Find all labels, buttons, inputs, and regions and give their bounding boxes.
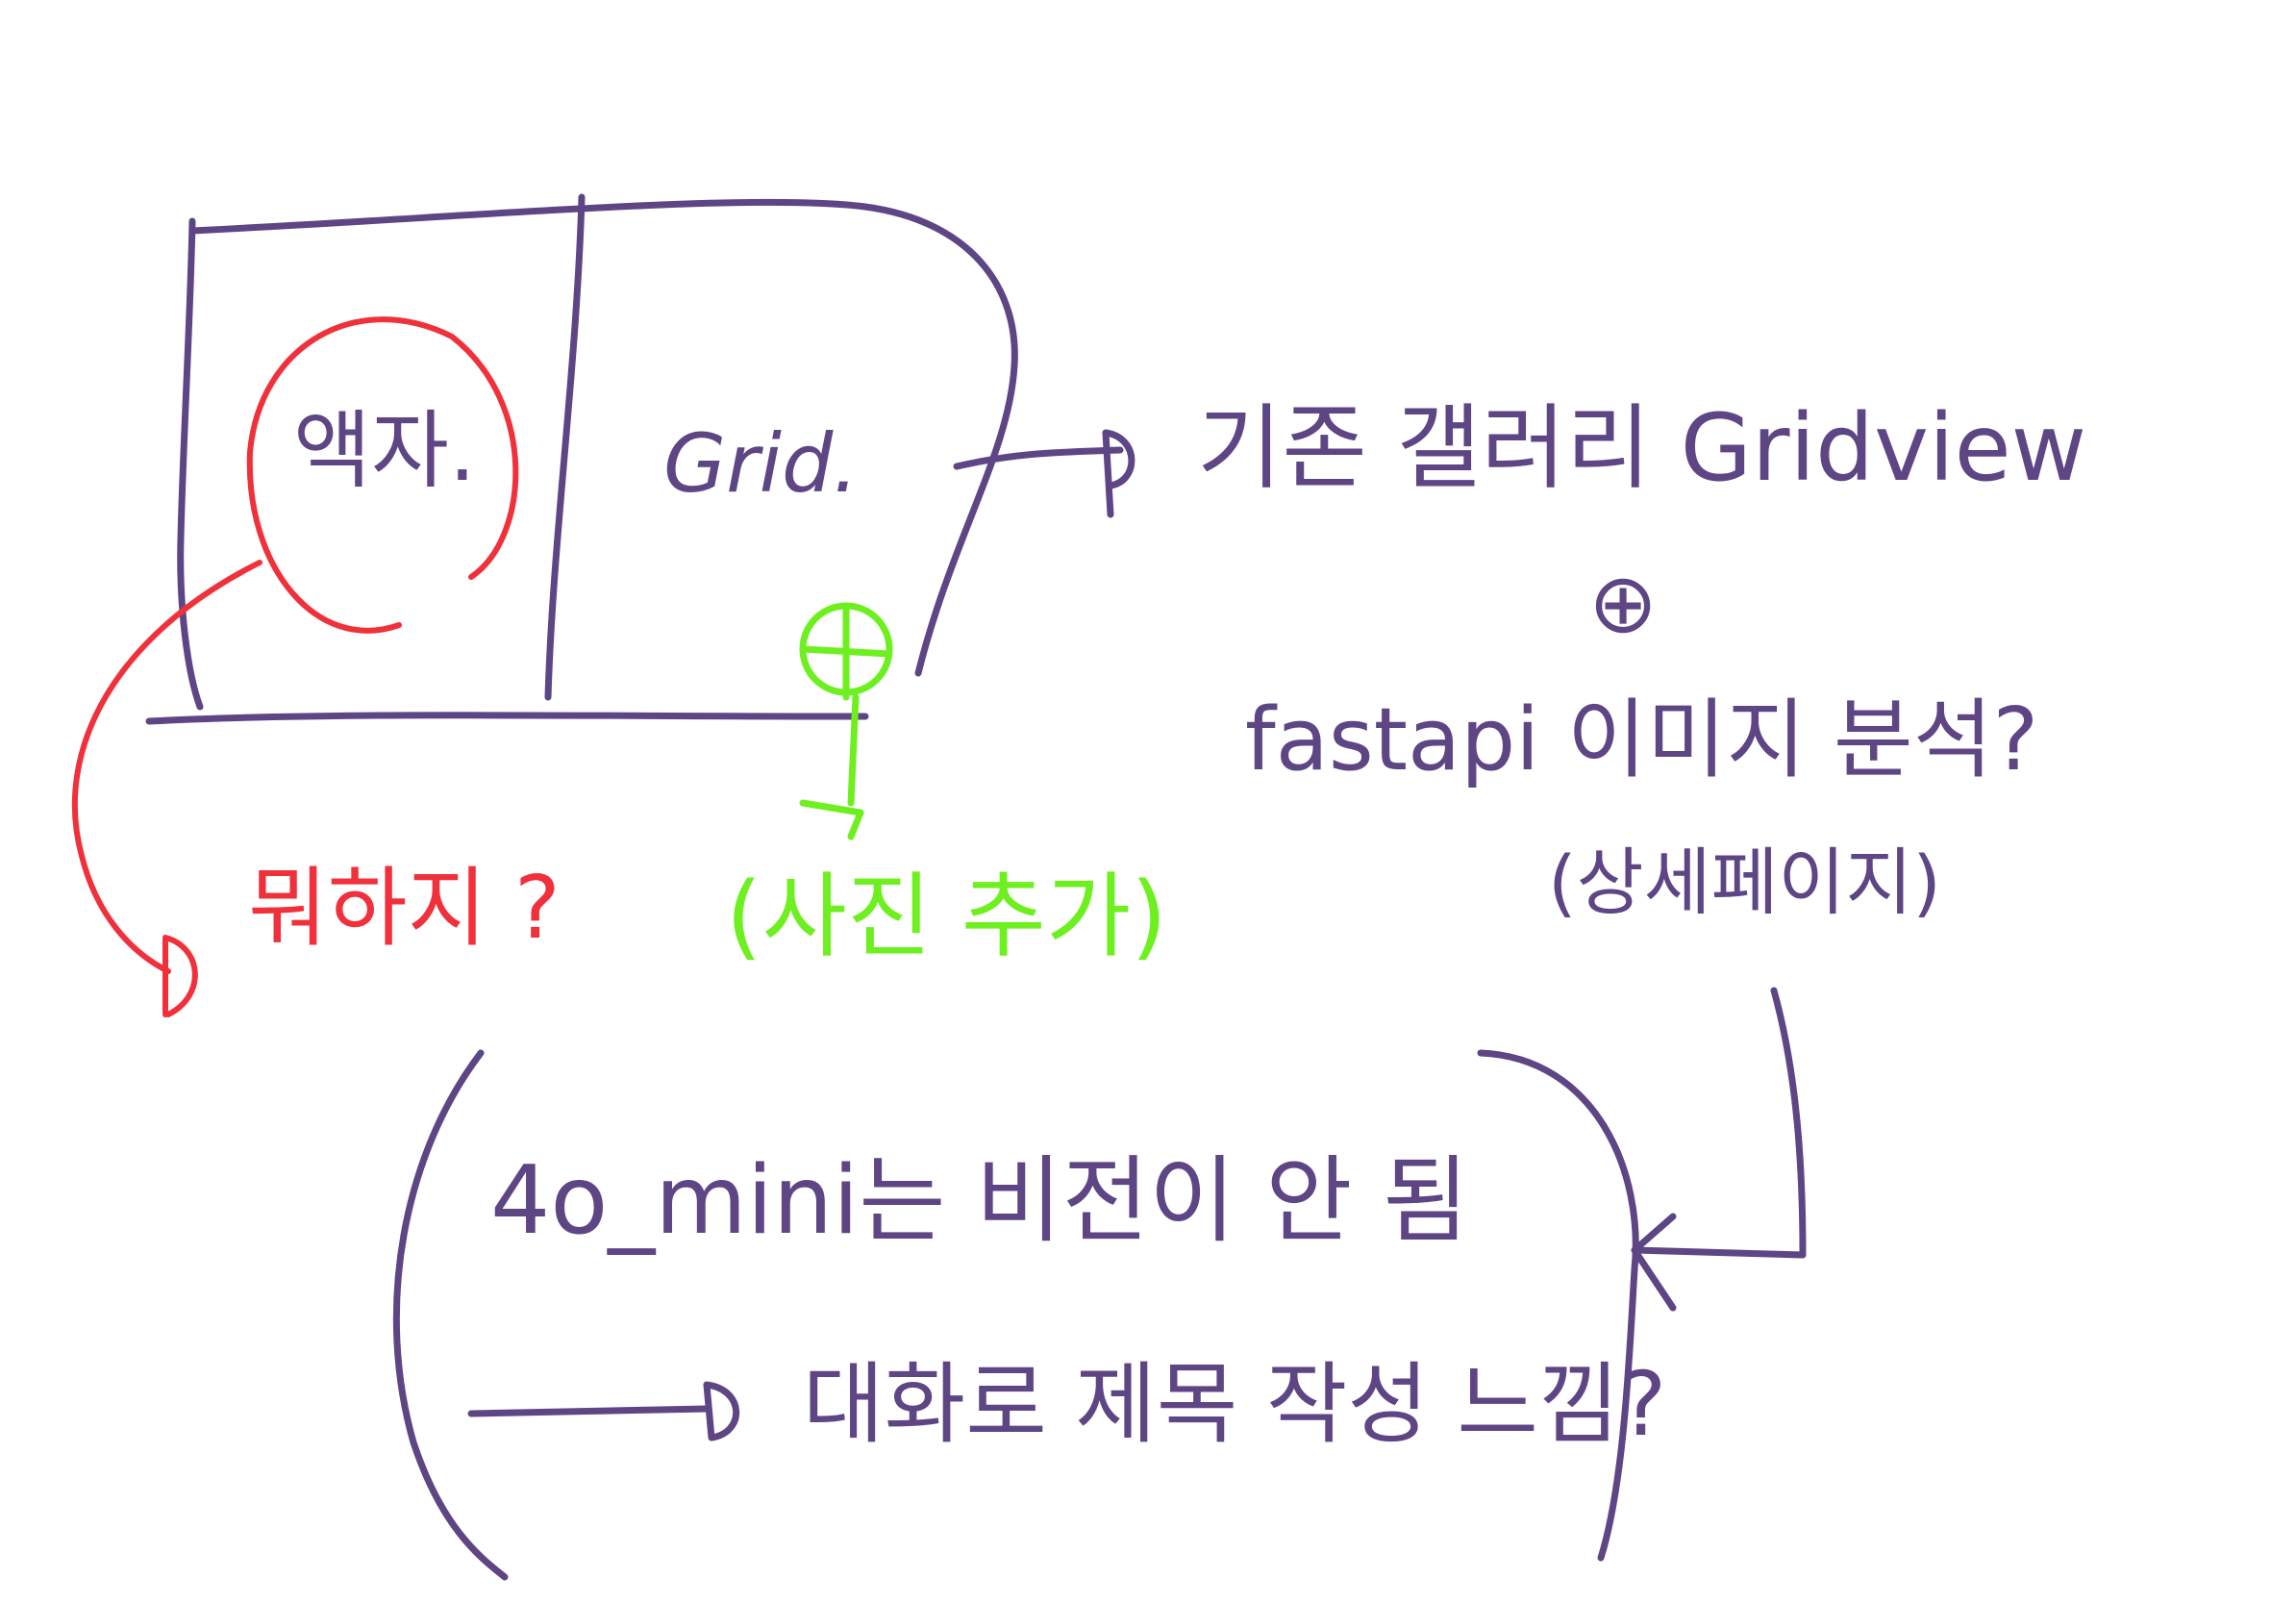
gallery-label: 기존 갤러리 Gridview bbox=[1197, 394, 2087, 502]
frame-circle bbox=[246, 316, 519, 634]
fastapi-label: fastapi 이미지 분석? bbox=[1245, 689, 2039, 790]
what-arrow-line bbox=[71, 560, 262, 974]
green-connector bbox=[799, 693, 864, 840]
gallery-arrow-line bbox=[953, 446, 1124, 470]
gallery-arrow-head bbox=[1102, 429, 1136, 518]
frame-left-edge bbox=[177, 217, 204, 711]
green-plus-cross bbox=[799, 602, 893, 701]
chat-arrow-head bbox=[703, 1381, 740, 1441]
frame-bottom-edge bbox=[145, 712, 869, 725]
chat-arrow-line bbox=[467, 1405, 711, 1417]
detail-arrow-line bbox=[1631, 987, 1807, 1259]
frame-box bbox=[188, 198, 1018, 677]
mini-vision-label: 4o_mini는 비전이 안 됨 bbox=[490, 1146, 1469, 1256]
detail-arrow-head bbox=[1631, 1213, 1677, 1312]
bottom-bracket-right bbox=[1477, 1049, 1639, 1562]
chat-title-label: 대화로 제목 작성 느낌? bbox=[803, 1353, 1667, 1456]
what-label: 뭐하지 ? bbox=[248, 858, 561, 959]
frame-label: 액자. bbox=[293, 401, 476, 500]
plus-sign: ⊕ bbox=[1588, 556, 1659, 652]
frame-divider bbox=[544, 193, 586, 701]
detail-page-label: (상세페이지) bbox=[1548, 840, 1941, 925]
bottom-bracket-left bbox=[392, 1049, 509, 1581]
add-photo-label: (사진 추가) bbox=[726, 863, 1167, 970]
grid-label: Grid. bbox=[663, 416, 859, 511]
what-arrow-head bbox=[162, 935, 198, 1017]
